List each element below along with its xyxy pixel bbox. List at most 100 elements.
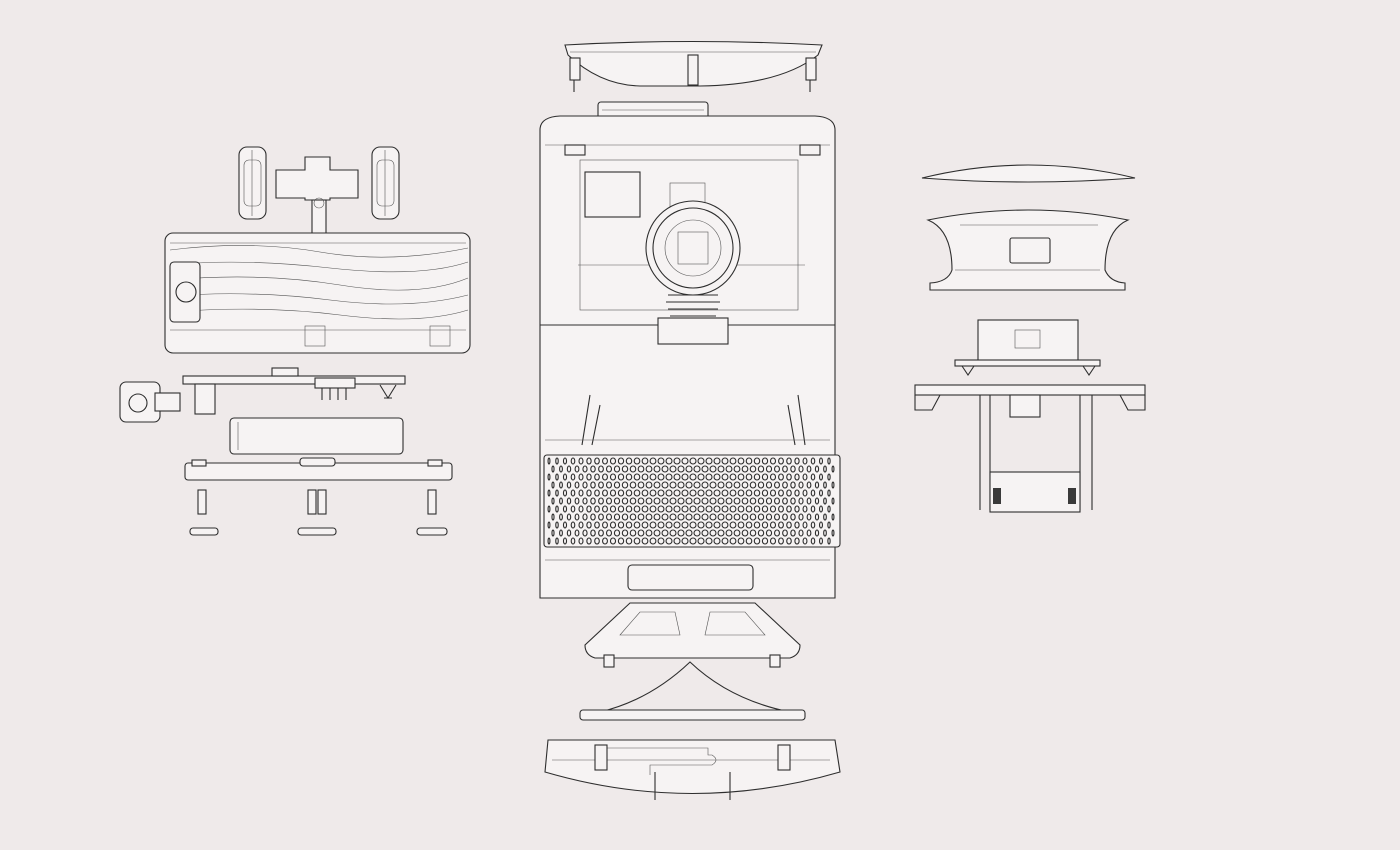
grille-hole [629,465,637,473]
grille-hole [559,481,563,489]
grille-hole [555,537,559,545]
grille-hole [551,497,555,505]
grille-hole [814,513,820,521]
grille-hole [555,457,559,465]
mount-box [989,471,1081,513]
grille-hole [641,473,649,481]
grille-hole [645,481,653,489]
grille-hole [673,537,681,545]
grille-hole [625,521,633,529]
grille-hole [757,529,765,537]
grille-hole [769,489,777,497]
grille-hole [653,513,661,521]
grille-hole [594,505,600,513]
grille-hole [786,521,792,529]
grille-hole [633,537,641,545]
grille-hole [786,473,792,481]
grille-hole [745,457,753,465]
grille-hole [737,489,745,497]
grille-hole [677,481,685,489]
grille-hole [673,473,681,481]
grille-hole [769,537,777,545]
grille-hole [827,521,831,529]
grille-hole [794,505,800,513]
grille-hole [790,465,796,473]
grille-hole [605,481,613,489]
grille-hole [689,489,697,497]
grille-hole [578,457,584,465]
grille-hole [586,521,592,529]
grille-hole [657,489,665,497]
pegs [189,489,448,536]
grille-hole [637,481,645,489]
grille-hole [810,537,816,545]
grille-hole [769,505,777,513]
grille-hole [745,473,753,481]
grille-hole [806,513,812,521]
grille-hole [749,481,757,489]
grille-hole [677,529,685,537]
grille-hole [555,505,559,513]
grille-hole [737,457,745,465]
grille-hole [566,513,572,521]
grille-hole [697,521,705,529]
grille-hole [713,537,721,545]
grille-hole [705,521,713,529]
grille-hole [753,537,761,545]
grille-hole [827,537,831,545]
wheel-right [371,146,400,220]
grille-hole [645,529,653,537]
grille-hole [602,505,608,513]
dome-cap [921,164,1136,183]
grille-hole [547,473,551,481]
grille-hole [786,457,792,465]
grille-hole [749,513,757,521]
grille-hole [794,521,800,529]
grille-hole [790,481,796,489]
grille-hole [773,513,781,521]
grille-hole [570,473,576,481]
grille-hole [705,457,713,465]
mount-frame [914,384,1146,510]
grille-hole [823,481,827,489]
grille-hole [590,497,596,505]
grille-hole [578,489,584,497]
center-assembly [539,40,841,800]
grille-hole [559,529,563,537]
grille-hole [613,497,621,505]
grille-hole [778,537,784,545]
grille-hole [594,489,600,497]
grille-hole [693,497,701,505]
grille-hole [818,489,824,497]
grille-hole [621,481,629,489]
grille-hole [669,529,677,537]
grille-hole [786,489,792,497]
grille-hole [551,529,555,537]
grille-hole [617,457,625,465]
grille-hole [697,537,705,545]
grille-hole [617,489,625,497]
grille-hole [625,473,633,481]
grille-hole [645,465,653,473]
grille-hole [701,529,709,537]
grille-hole [649,537,657,545]
grille-hole [665,505,673,513]
grille-hole [761,489,769,497]
grille-hole [810,457,816,465]
grille-hole [745,521,753,529]
grille-hole [717,465,725,473]
grille-hole [773,529,781,537]
grille-hole [625,457,633,465]
grille-hole [562,537,568,545]
grille-hole [818,505,824,513]
grille-hole [657,457,665,465]
grille-hole [633,489,641,497]
grille-hole [737,537,745,545]
grille-hole [794,489,800,497]
grille-hole [677,513,685,521]
grille-hole [761,505,769,513]
grille-hole [621,465,629,473]
grille-hole [633,521,641,529]
grille-hole [613,481,621,489]
grille-hole [586,457,592,465]
